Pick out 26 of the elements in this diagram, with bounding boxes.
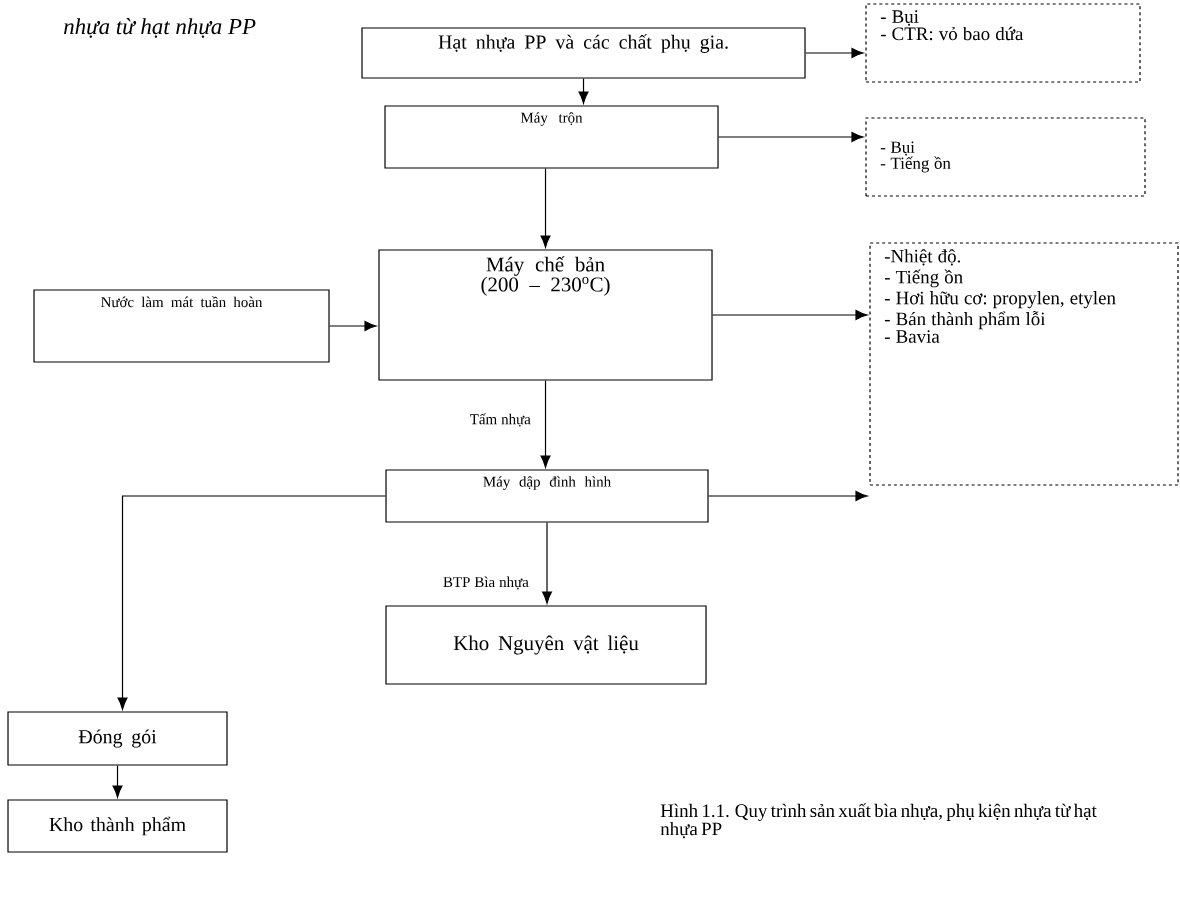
process-box: Máy trộn: [384, 105, 719, 169]
emission-box: - Bụi - Tiếng ồn: [865, 117, 1146, 197]
arrow: [329, 320, 377, 332]
arrow: [708, 490, 868, 501]
process-box: Máy chế bản (200 – 230$^{o}$C): [378, 249, 713, 381]
arrow: [718, 131, 864, 142]
process-box: Máy dập đình hình: [385, 469, 709, 523]
arrow: [712, 309, 868, 321]
arrow: [540, 379, 551, 468]
process-box: Đóng gói: [7, 711, 228, 766]
arrow: [805, 47, 864, 58]
process-box: Kho thành phẩm: [7, 799, 228, 853]
process-box: Hạt nhựa PP và các chất phụ gia.: [361, 27, 806, 79]
arrow: [540, 168, 551, 248]
caption: Hình 1.1. Quy trình sản xuất bìa nhựa, phụ kiện nhựa từ hạt nhựa PP: [660, 803, 1097, 839]
edge-label: Tấm nhựa: [468, 412, 532, 428]
emission-box: -Nhiệt độ. - Tiếng ồn - Hơi hữu cơ: propylen, etylen - Bán thành phẩm lỗi - Bavia: [869, 242, 1179, 486]
arrow: [117, 495, 386, 710]
process-box: Kho Nguyên vật liệu: [385, 605, 707, 685]
emission-box: - Bụi - CTR: vỏ bao dứa: [865, 3, 1141, 83]
edge-label: BTP Bìa nhựa: [442, 575, 530, 591]
title-fragment: nhựa từ hạt nhựa PP: [64, 18, 256, 38]
arrow: [112, 765, 123, 798]
arrow: [542, 522, 553, 604]
process-box: Nước làm mát tuần hoàn: [33, 289, 330, 363]
arrow: [578, 78, 589, 104]
